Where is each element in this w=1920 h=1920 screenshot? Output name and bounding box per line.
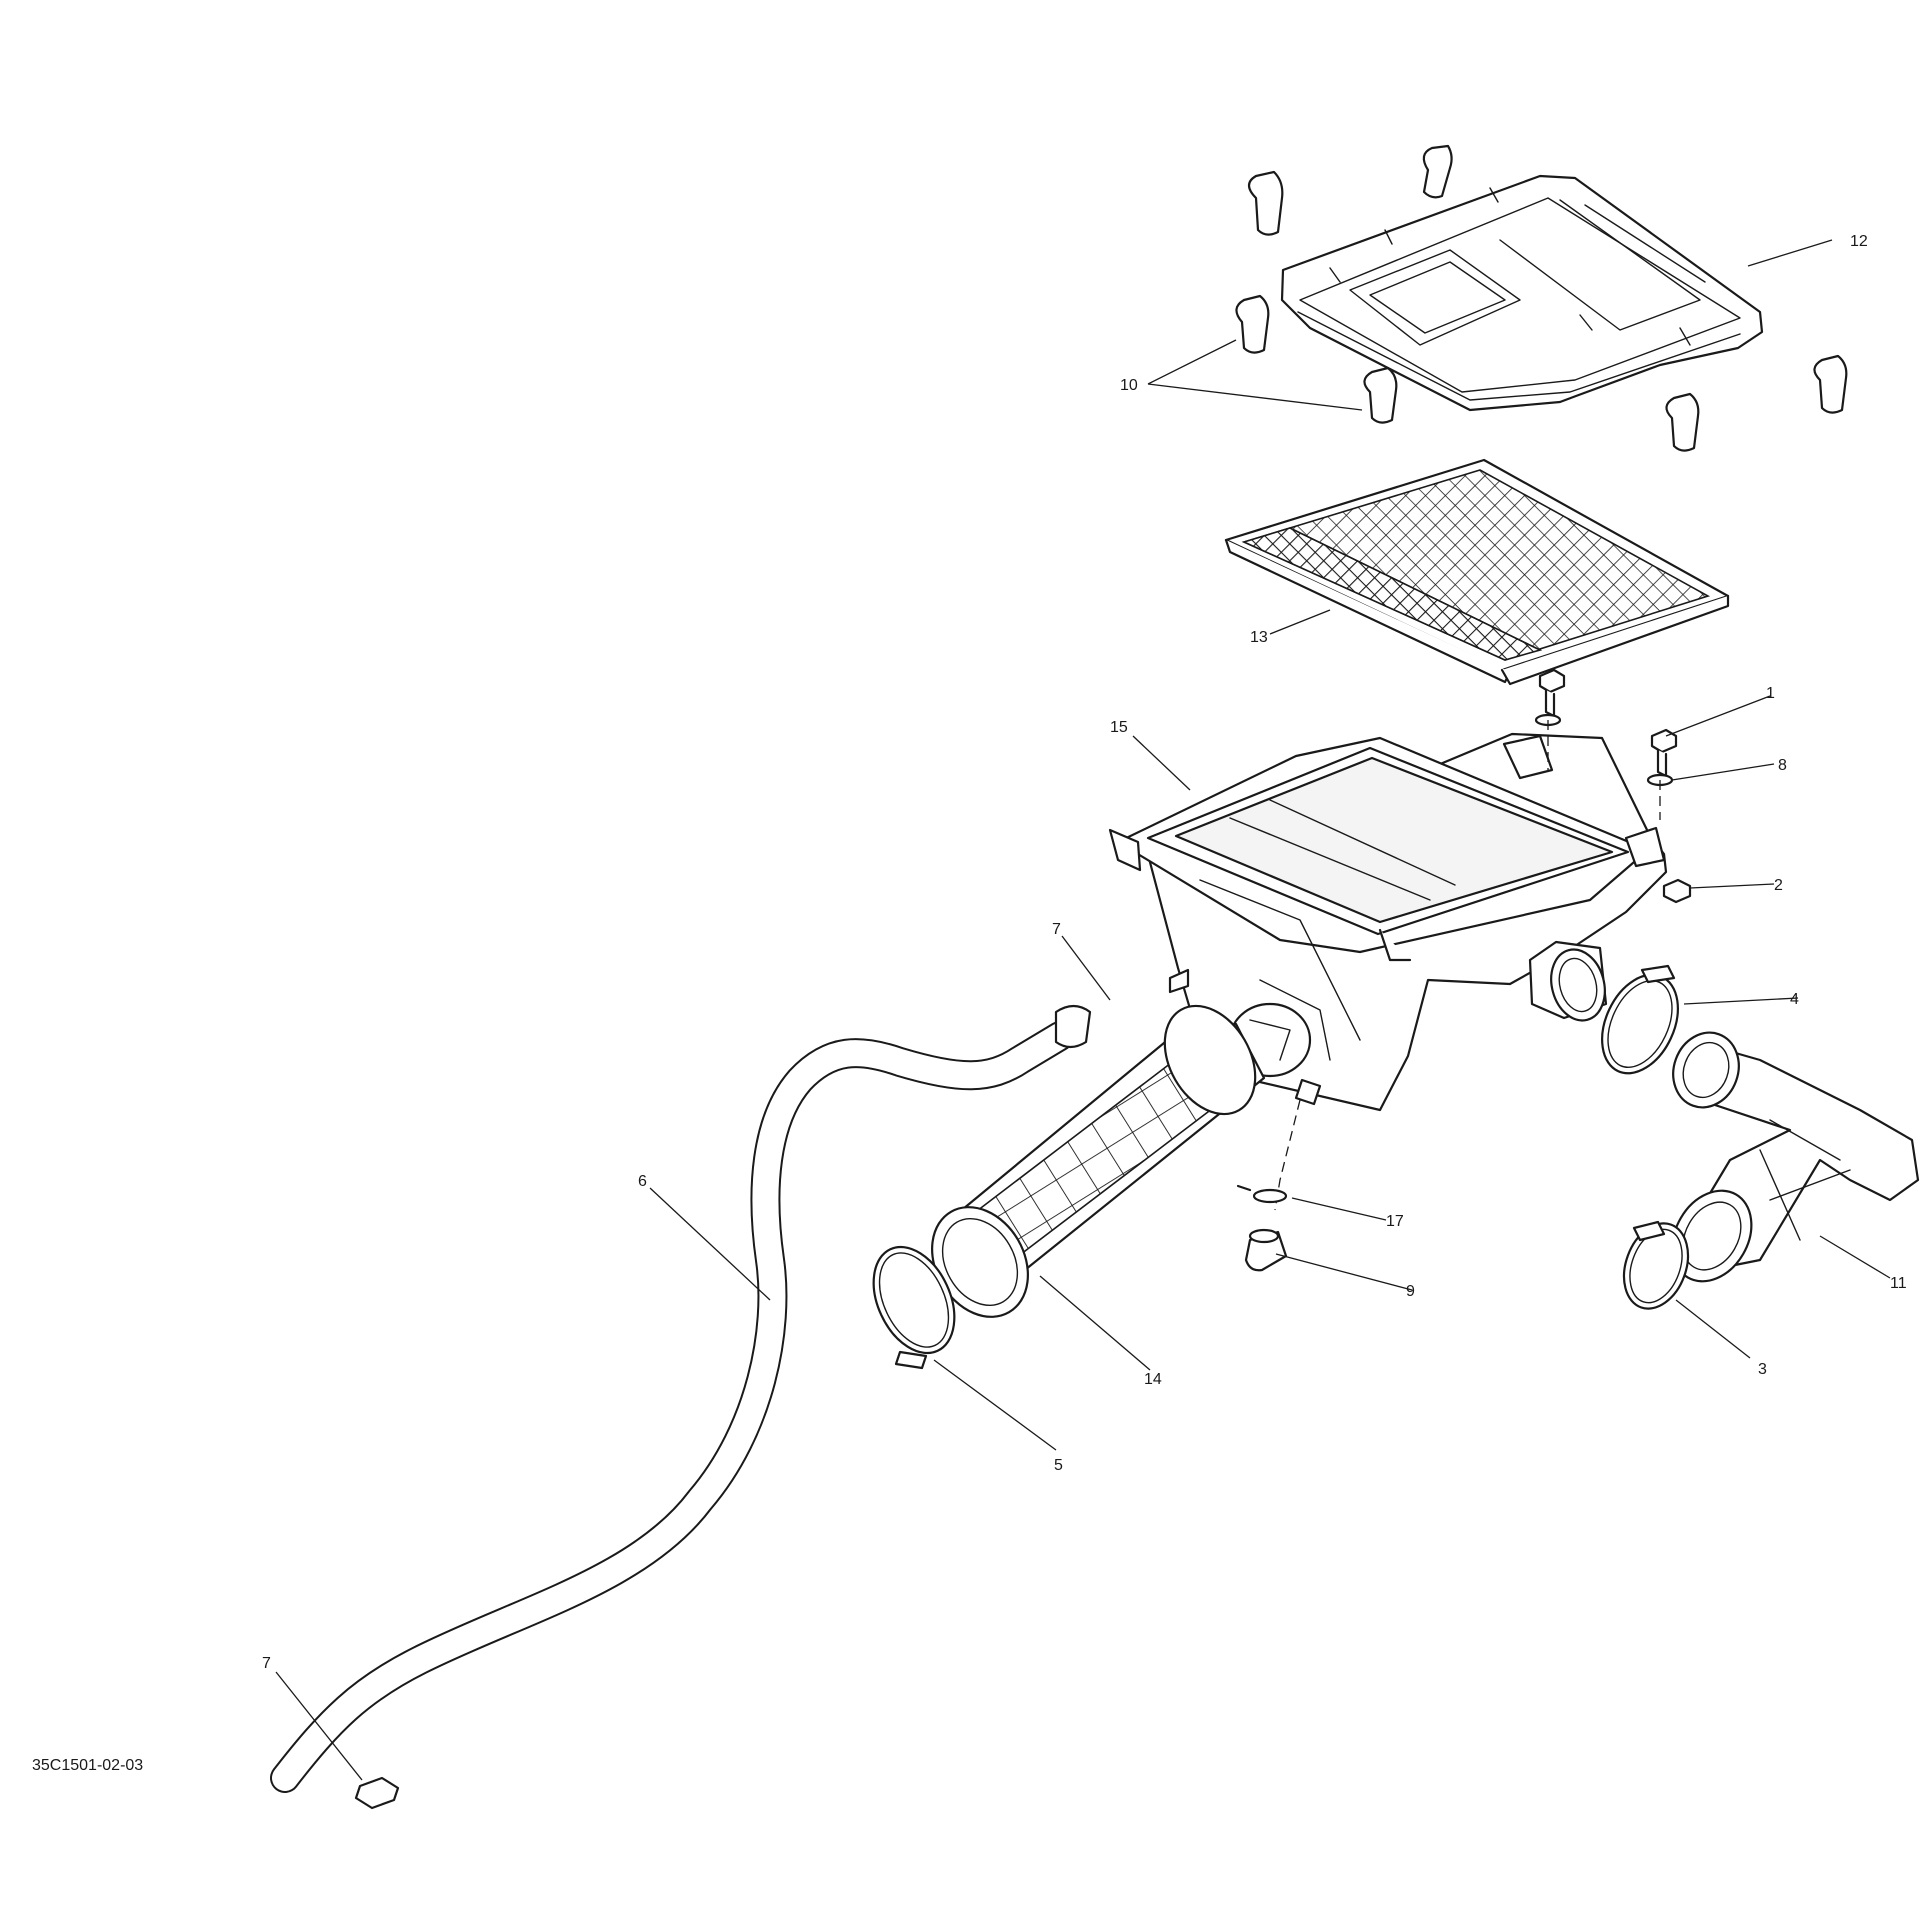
hose-clamps <box>354 1004 1092 1810</box>
callout-3: 3 <box>1758 1361 1767 1378</box>
airbox-cover <box>1280 174 1764 412</box>
callout-17: 17 <box>1386 1213 1404 1230</box>
vent-hose <box>270 1021 1075 1793</box>
fasteners <box>1534 668 1692 904</box>
callout-2: 2 <box>1774 877 1783 894</box>
intake-duct <box>931 1004 1266 1318</box>
cover-clips <box>1235 144 1848 452</box>
leader-lines <box>275 239 1891 1781</box>
callout-5: 5 <box>1054 1457 1063 1474</box>
clamp-3 <box>1622 1220 1690 1310</box>
callout-11: 11 <box>1890 1275 1907 1292</box>
clamp-4 <box>1601 964 1679 1075</box>
diagram-reference-code: 35C1501-02-03 <box>32 1757 143 1774</box>
callout-15: 15 <box>1110 719 1128 736</box>
callout-12: 12 <box>1850 233 1868 250</box>
airbox-housing <box>1108 732 1668 1112</box>
callout-4: 4 <box>1790 991 1799 1008</box>
callout-labels: 12 10 13 15 1 8 2 4 7 6 17 9 11 3 14 5 7 <box>262 233 1907 1672</box>
drain-parts <box>1236 1099 1301 1272</box>
callout-14: 14 <box>1144 1371 1162 1388</box>
callout-8: 8 <box>1778 757 1787 774</box>
callout-10: 10 <box>1120 377 1138 394</box>
air-filter <box>1224 458 1730 686</box>
callout-7-top: 7 <box>1052 921 1061 938</box>
callout-6: 6 <box>638 1173 647 1190</box>
callout-1: 1 <box>1766 685 1775 702</box>
callout-7-bottom: 7 <box>262 1655 271 1672</box>
outlet-duct <box>1671 1031 1920 1283</box>
callout-13: 13 <box>1250 629 1268 646</box>
clamp-5 <box>872 1245 956 1370</box>
callout-9: 9 <box>1406 1283 1415 1300</box>
